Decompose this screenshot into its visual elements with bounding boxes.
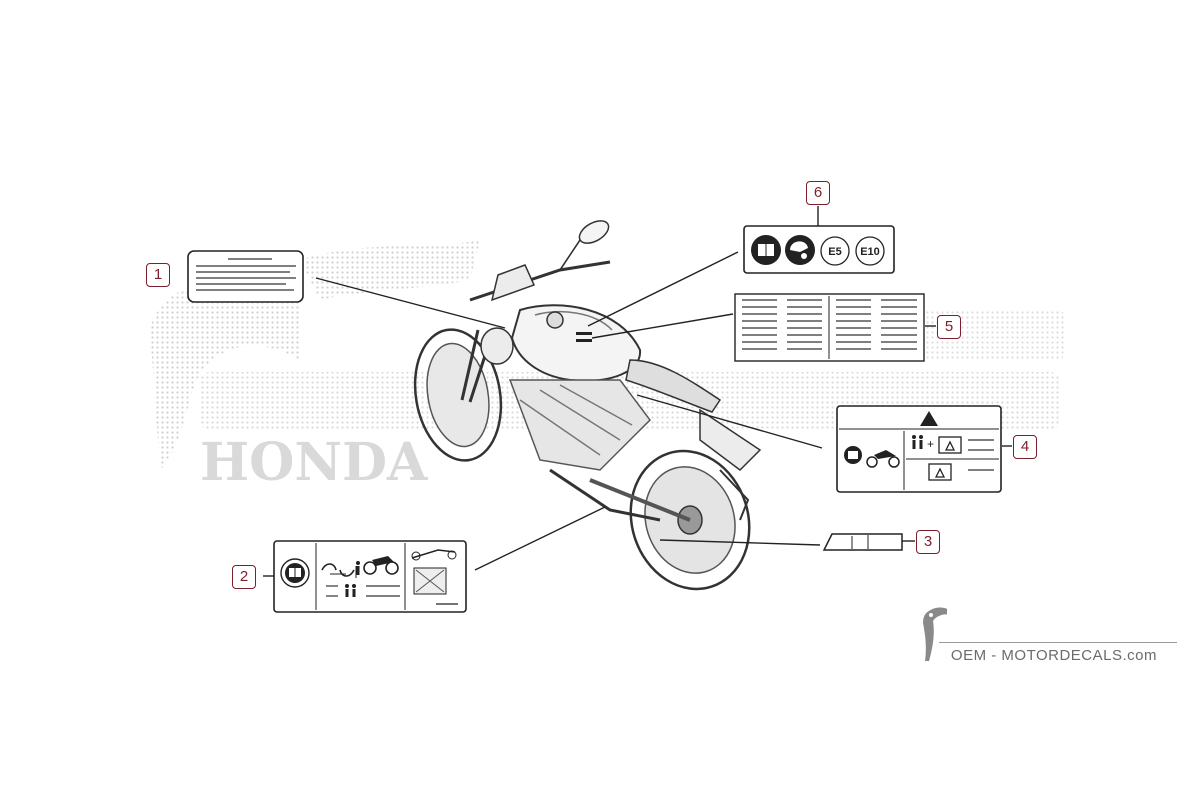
svg-text:+: + bbox=[927, 437, 934, 451]
leader-line-4 bbox=[636, 394, 823, 449]
leader-line-5 bbox=[591, 313, 734, 339]
rider-icon bbox=[912, 435, 923, 449]
brand-logo: OEM - MOTORDECALS.com bbox=[917, 603, 1179, 665]
callout-2: 2 bbox=[232, 565, 256, 589]
luggage-icon bbox=[928, 463, 952, 481]
callout-3: 3 bbox=[916, 530, 940, 554]
toucan-logo-icon bbox=[923, 607, 947, 661]
warning-triangle-icon bbox=[920, 411, 938, 426]
leader-line-3 bbox=[659, 539, 821, 546]
motorcycle-icon bbox=[866, 450, 900, 468]
owners-manual-icon bbox=[844, 446, 862, 464]
fuel-e10-text: E10 bbox=[860, 246, 880, 258]
label-2 bbox=[273, 540, 467, 613]
callout-4: 4 bbox=[1013, 435, 1037, 459]
leader-line-2 bbox=[474, 506, 606, 571]
label-4: + bbox=[836, 405, 1002, 493]
brand-divider bbox=[939, 642, 1177, 643]
label-5 bbox=[734, 293, 925, 362]
owners-manual-icon bbox=[280, 558, 310, 588]
owners-manual-icon bbox=[751, 235, 781, 265]
fuel-e5-badge bbox=[820, 236, 850, 266]
callout-6: 6 bbox=[806, 181, 830, 205]
label-3 bbox=[822, 533, 903, 551]
leader-line-6 bbox=[587, 251, 739, 327]
fuel-e5-text: E5 bbox=[828, 246, 841, 258]
rider-icon bbox=[356, 561, 360, 575]
motorcycle-icon bbox=[363, 556, 399, 575]
motorcycle-drawing bbox=[413, 220, 762, 591]
watermark-wordmark: HONDA bbox=[200, 432, 428, 493]
chain-slack-icon bbox=[321, 563, 357, 578]
luggage-icon bbox=[938, 436, 962, 454]
leader-lines bbox=[263, 206, 1012, 577]
chain-adjustment-diagram bbox=[411, 549, 458, 605]
leader-line-1 bbox=[315, 277, 506, 329]
callout-5: 5 bbox=[937, 315, 961, 339]
brand-text: OEM - MOTORDECALS.com bbox=[950, 647, 1157, 664]
label-1 bbox=[187, 250, 304, 303]
fuel-e10-badge bbox=[855, 236, 885, 266]
callout-1: 1 bbox=[146, 263, 170, 287]
label-6: E5 E10 bbox=[743, 225, 895, 274]
passenger-icon bbox=[345, 584, 356, 597]
helmet-icon bbox=[785, 235, 815, 265]
